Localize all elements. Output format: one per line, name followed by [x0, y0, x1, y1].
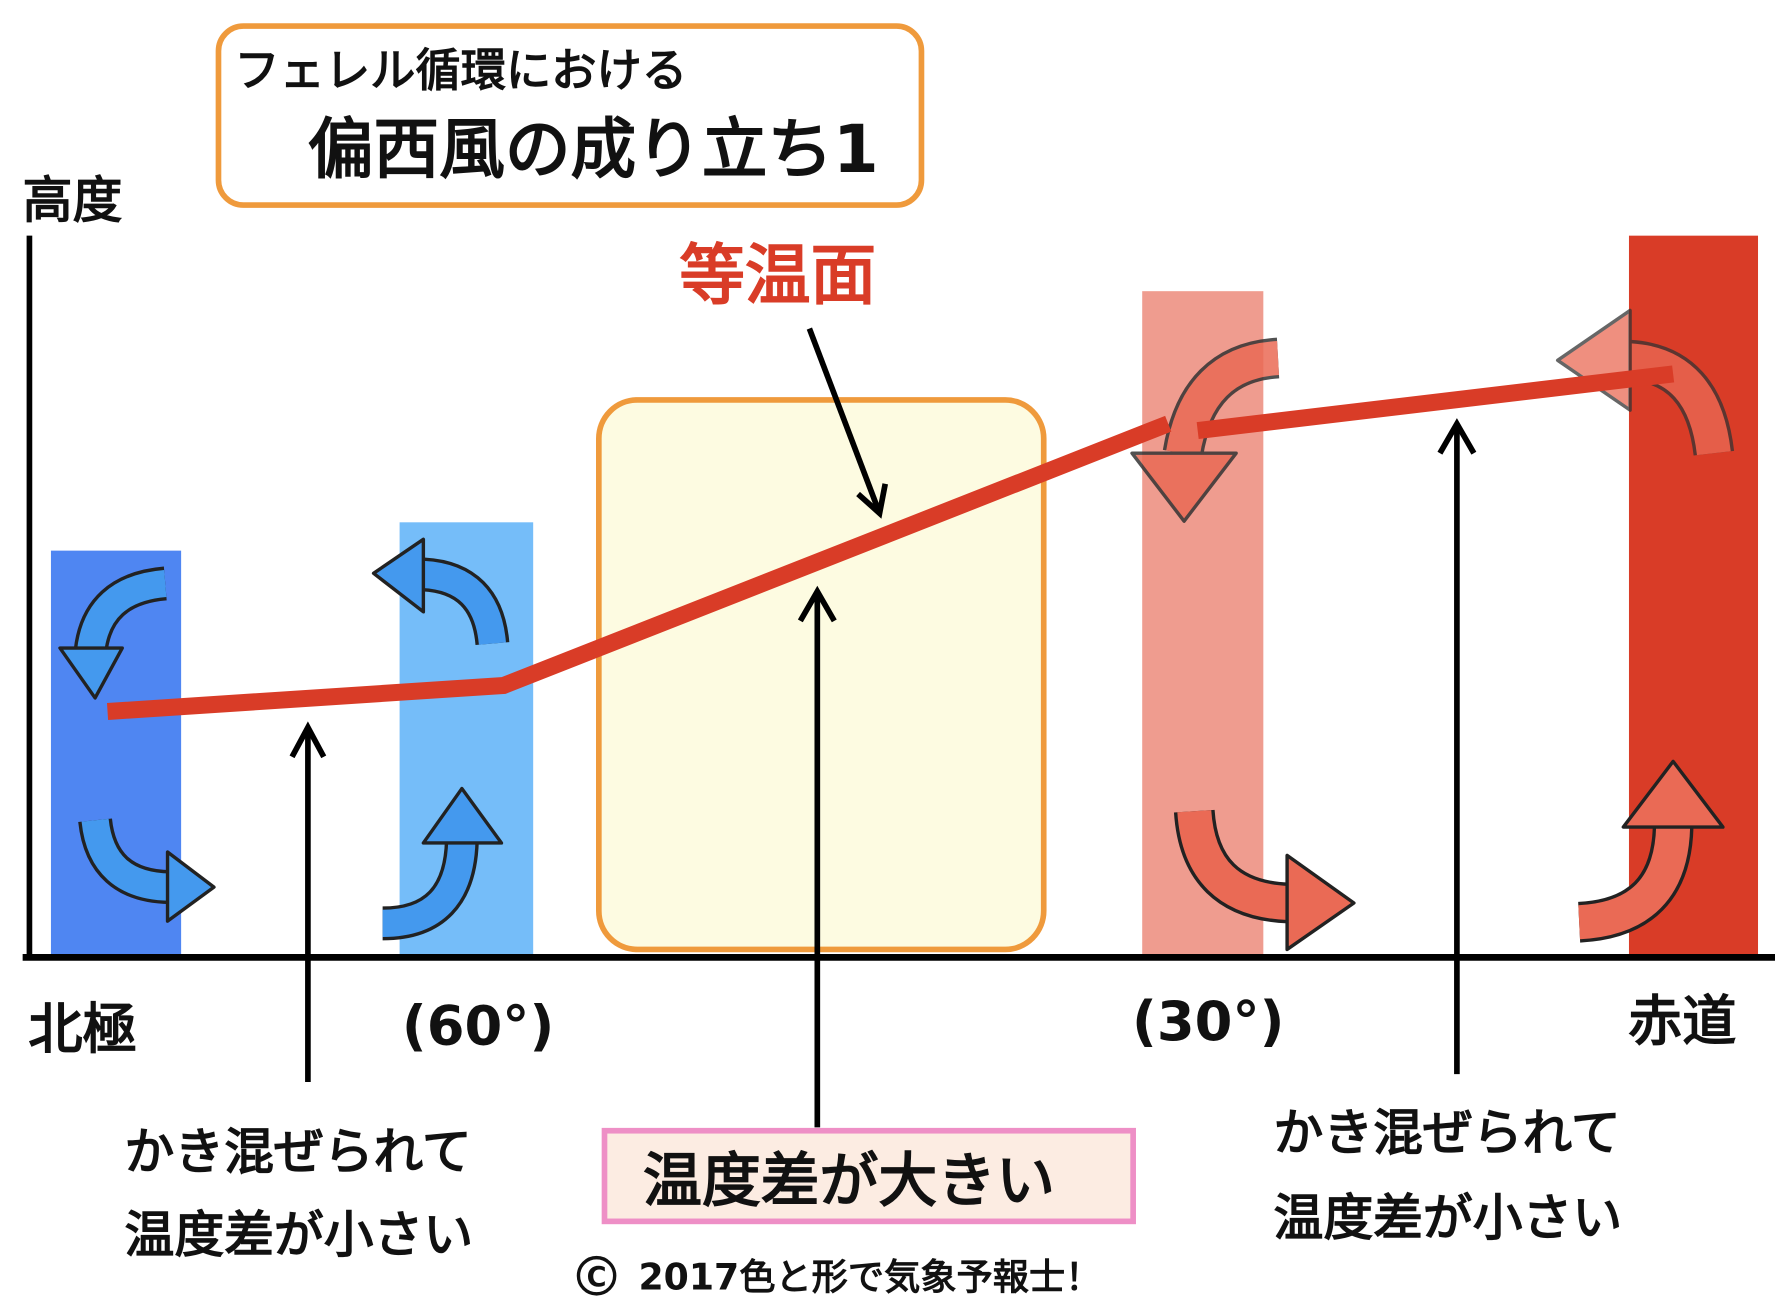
isotherm-line — [1196, 365, 1675, 439]
arrow-up-icon — [1437, 418, 1477, 1075]
title-box — [215, 23, 925, 208]
curved-arrow-icon — [58, 566, 168, 700]
note-left-line1: かき混ぜられて — [125, 1123, 472, 1181]
center-note-box — [601, 1127, 1136, 1225]
note-center: 温度差が大きい — [643, 1146, 1055, 1215]
curved-arrow-icon — [1577, 759, 1725, 943]
title-line2: 偏西風の成り立ち1 — [308, 112, 879, 188]
isotherm-line — [106, 415, 1172, 720]
large-gradient-box — [596, 397, 1047, 953]
x-label-equator: 赤道 — [1628, 990, 1737, 1053]
x-label-pole: 北極 — [28, 998, 137, 1061]
copyright-symbol: C — [587, 1262, 607, 1293]
x-label-30: (30°) — [1132, 990, 1284, 1053]
isotherm-label: 等温面 — [679, 238, 876, 314]
y-axis-label: 高度 — [23, 172, 123, 230]
x-label-60: (60°) — [402, 995, 554, 1058]
cold-circulation-arrows — [58, 537, 510, 941]
arrow-down-icon — [806, 327, 889, 519]
note-right-line1: かき混ぜられて — [1274, 1104, 1621, 1162]
copyright-text: 2017色と形で気象予報士！ — [638, 1255, 1101, 1298]
warm-circulation-arrows — [1130, 308, 1735, 952]
curved-arrow-icon — [78, 817, 216, 923]
curved-arrow-icon — [1173, 809, 1356, 952]
note-left-line2: 温度差が小さい — [125, 1206, 474, 1264]
note-right-line2: 温度差が小さい — [1274, 1189, 1623, 1247]
pointer-arrows — [289, 327, 1477, 1128]
curved-arrow-icon — [1130, 337, 1280, 523]
curved-arrow-icon — [382, 786, 504, 941]
arrow-up-icon — [797, 585, 837, 1128]
curved-arrow-icon — [371, 537, 510, 646]
copyright-icon — [576, 1255, 617, 1296]
arrow-up-icon — [289, 721, 327, 1083]
title-line1: フェレル循環における — [234, 44, 687, 97]
